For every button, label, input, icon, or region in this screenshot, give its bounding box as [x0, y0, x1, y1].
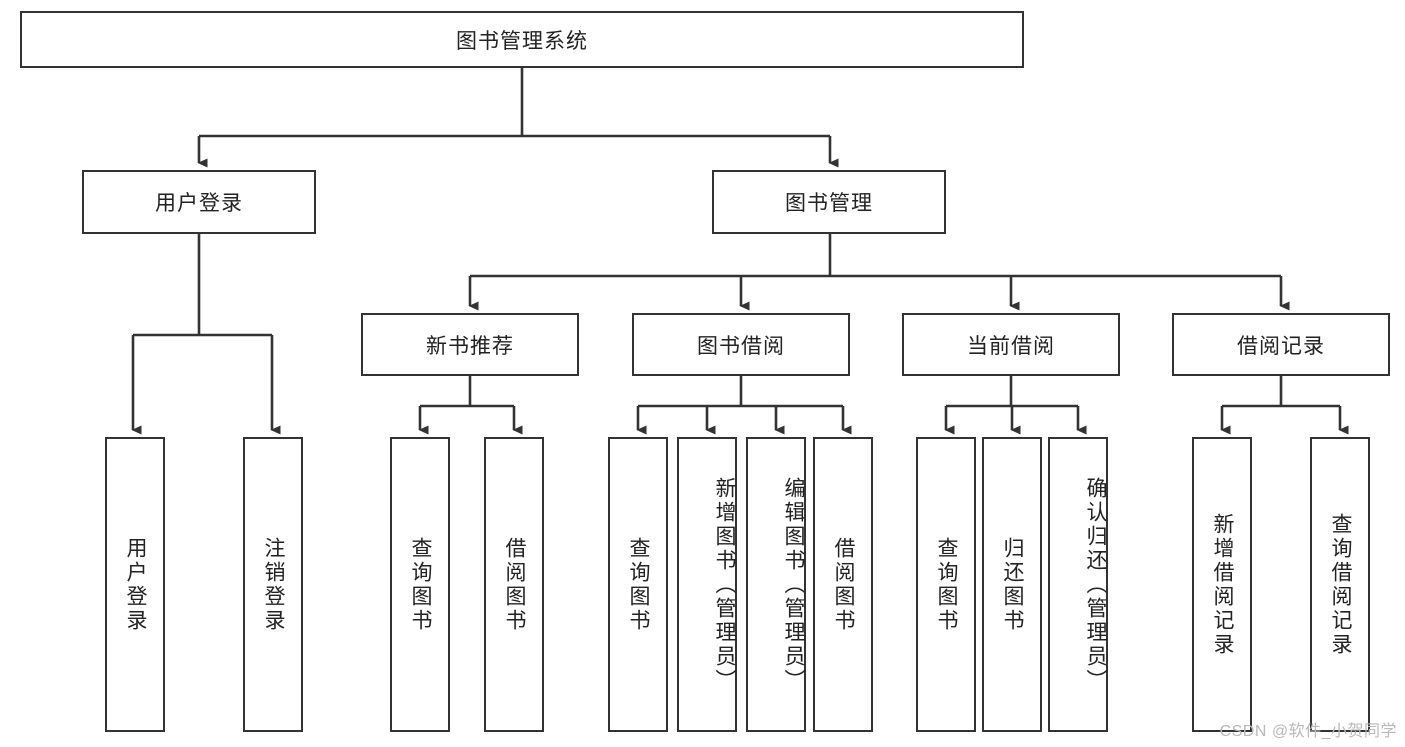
leaf-add-book[interactable]: 新增图书（管理员）	[677, 437, 737, 732]
node-current-borrow-label: 当前借阅	[967, 334, 1055, 358]
leaf-query-borrow-record[interactable]: 查询借阅记录	[1310, 437, 1370, 732]
node-book-borrow[interactable]: 图书借阅	[632, 313, 850, 376]
watermark: CSDN @软件_小贺同学	[1219, 723, 1397, 740]
node-root[interactable]: 图书管理系统	[20, 11, 1024, 68]
leaf-user-logout[interactable]: 注销登录	[243, 437, 303, 732]
node-book-manage[interactable]: 图书管理	[712, 170, 946, 234]
node-new-book-recommend[interactable]: 新书推荐	[361, 313, 579, 376]
leaf-query-borrow-record-label: 查询借阅记录	[1329, 512, 1353, 657]
leaf-query-book-borrow-label: 查询图书	[627, 536, 651, 633]
node-root-label: 图书管理系统	[456, 29, 588, 53]
leaf-borrow-book-label: 借阅图书	[832, 536, 856, 633]
leaf-query-book-current[interactable]: 查询图书	[916, 437, 976, 732]
node-new-book-recommend-label: 新书推荐	[426, 334, 514, 358]
leaf-edit-book-label: 编辑图书（管理员）	[782, 476, 805, 693]
node-user-login[interactable]: 用户登录	[82, 170, 316, 234]
leaf-edit-book[interactable]: 编辑图书（管理员）	[746, 437, 806, 732]
leaf-borrow-book[interactable]: 借阅图书	[813, 437, 873, 732]
leaf-borrow-book-new-recommend-label: 借阅图书	[503, 536, 527, 633]
leaf-return-book-label: 归还图书	[1001, 536, 1025, 633]
node-book-borrow-label: 图书借阅	[697, 334, 785, 358]
leaf-confirm-return-label: 确认归还（管理员）	[1084, 476, 1107, 693]
leaf-user-login[interactable]: 用户登录	[105, 437, 165, 732]
leaf-borrow-book-new-recommend[interactable]: 借阅图书	[484, 437, 544, 732]
leaf-return-book[interactable]: 归还图书	[982, 437, 1042, 732]
leaf-user-login-label: 用户登录	[124, 536, 148, 633]
node-book-manage-label: 图书管理	[785, 192, 873, 215]
node-current-borrow[interactable]: 当前借阅	[902, 313, 1120, 376]
leaf-add-book-label: 新增图书（管理员）	[713, 476, 736, 693]
leaf-add-borrow-record[interactable]: 新增借阅记录	[1192, 437, 1252, 732]
leaf-query-book-borrow[interactable]: 查询图书	[608, 437, 668, 732]
node-borrow-record-label: 借阅记录	[1237, 334, 1325, 358]
leaf-query-book-current-label: 查询图书	[935, 536, 959, 633]
leaf-query-book-new-recommend[interactable]: 查询图书	[390, 437, 450, 732]
node-borrow-record[interactable]: 借阅记录	[1172, 313, 1390, 376]
leaf-user-logout-label: 注销登录	[262, 536, 286, 633]
leaf-add-borrow-record-label: 新增借阅记录	[1211, 512, 1235, 657]
node-user-login-label: 用户登录	[155, 192, 243, 215]
leaf-query-book-new-recommend-label: 查询图书	[409, 536, 433, 633]
leaf-confirm-return[interactable]: 确认归还（管理员）	[1048, 437, 1108, 732]
